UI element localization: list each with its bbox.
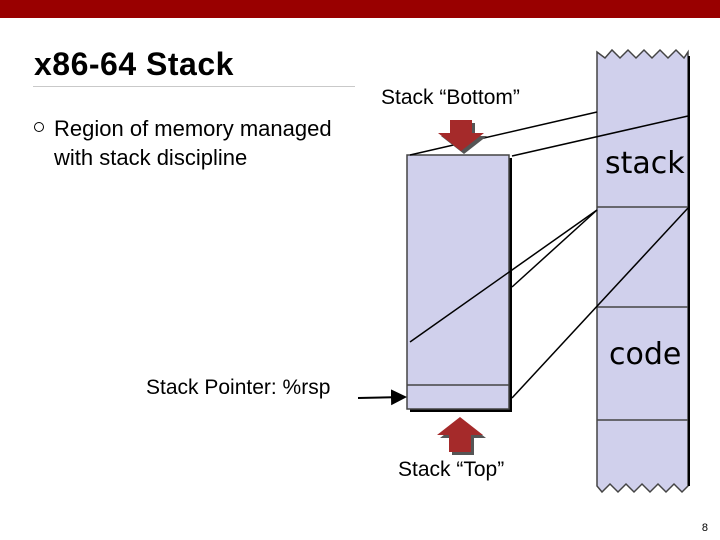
memory-column: stack code bbox=[596, 48, 690, 494]
page-number: 8 bbox=[701, 522, 708, 534]
title-underline bbox=[33, 86, 355, 87]
memory-code-label: code bbox=[609, 337, 681, 372]
stack-bottom-label: Stack “Bottom” bbox=[381, 86, 520, 109]
memory-shadow bbox=[688, 56, 690, 486]
bullet-icon bbox=[34, 122, 44, 132]
memory-column-body bbox=[596, 48, 689, 494]
slide-title: x86-64 Stack bbox=[34, 46, 234, 82]
stack-box bbox=[406, 154, 512, 412]
zoom-lines bbox=[409, 111, 689, 399]
bullet-text: Region of memory managed with stack disc… bbox=[54, 116, 332, 170]
stack-top-label: Stack “Top” bbox=[398, 458, 505, 481]
stack-pointer-label: Stack Pointer: %rsp bbox=[146, 376, 331, 399]
memory-stack-label: stack bbox=[605, 146, 685, 181]
stack-pointer-arrow bbox=[357, 389, 407, 406]
stack-bottom-arrow bbox=[438, 120, 487, 154]
top-accent-bar bbox=[0, 0, 720, 18]
stack-top-arrow bbox=[437, 417, 486, 455]
